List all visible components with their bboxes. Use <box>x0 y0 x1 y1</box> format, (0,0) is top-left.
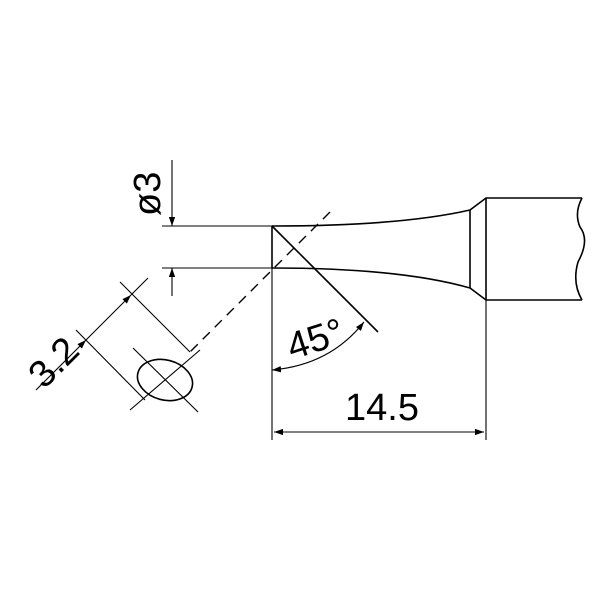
angle-label: 45° <box>282 311 350 369</box>
diameter-dimension <box>162 160 272 296</box>
angle-dimension <box>271 268 365 440</box>
diameter-label: ø3 <box>127 172 169 216</box>
bevel-face <box>271 225 379 333</box>
flat-width-dimension <box>35 277 149 391</box>
flat-width-label: 3.2 <box>21 329 88 396</box>
length-dimension <box>274 300 487 440</box>
tip-outline <box>271 197 586 301</box>
flat-face-view <box>75 281 201 413</box>
length-label: 14.5 <box>345 387 419 429</box>
